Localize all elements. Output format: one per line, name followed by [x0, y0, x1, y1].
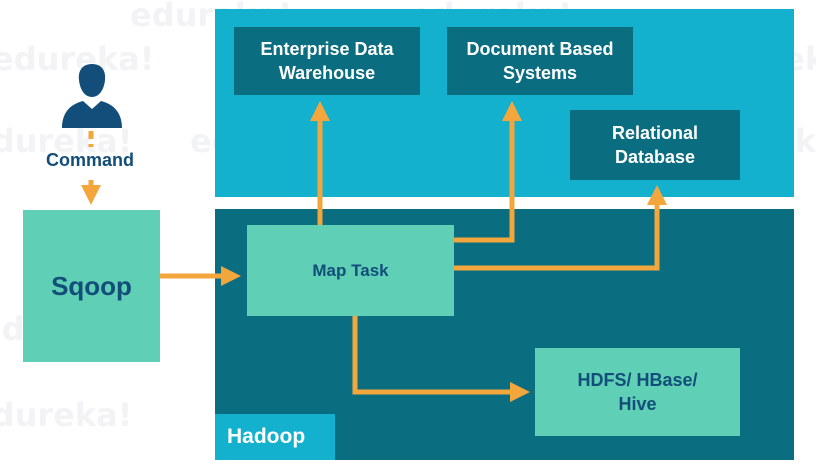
map-to-hdfs-arrow: [352, 316, 530, 402]
watermark-text: edureka!: [0, 396, 133, 434]
relational-db-line-1: Relational: [611, 123, 699, 143]
sqoop-label: Sqoop: [51, 270, 132, 301]
map-to-rdb-arrow: [454, 185, 667, 271]
document-based-systems-box: Document Based Systems: [447, 27, 633, 95]
map-task-box: Map Task: [247, 225, 454, 316]
enterprise-data-warehouse-box: Enterprise Data Warehouse: [234, 27, 420, 95]
user-icon: [62, 64, 122, 128]
document-systems-line-2: Systems: [502, 63, 578, 83]
storage-line-1: HDFS/ HBase/: [577, 370, 698, 390]
command-label: Command: [45, 150, 134, 170]
storage-line-2: Hive: [618, 394, 657, 414]
watermark-text: edureka!: [0, 122, 133, 160]
watermark-text: edureka!: [0, 40, 155, 78]
relational-db-line-2: Database: [614, 147, 696, 167]
map-task-label: Map Task: [312, 260, 389, 280]
enterprise-dw-line-2: Warehouse: [278, 63, 376, 83]
document-systems-line-1: Document Based: [466, 39, 614, 59]
map-to-docs-arrow: [454, 101, 522, 243]
sqoop-box: Sqoop: [23, 210, 160, 362]
hadoop-label: Hadoop: [215, 414, 335, 460]
relational-database-box: Relational Database: [570, 110, 740, 180]
enterprise-dw-line-1: Enterprise Data: [260, 39, 394, 59]
hdfs-hbase-hive-box: HDFS/ HBase/ Hive: [535, 348, 740, 436]
